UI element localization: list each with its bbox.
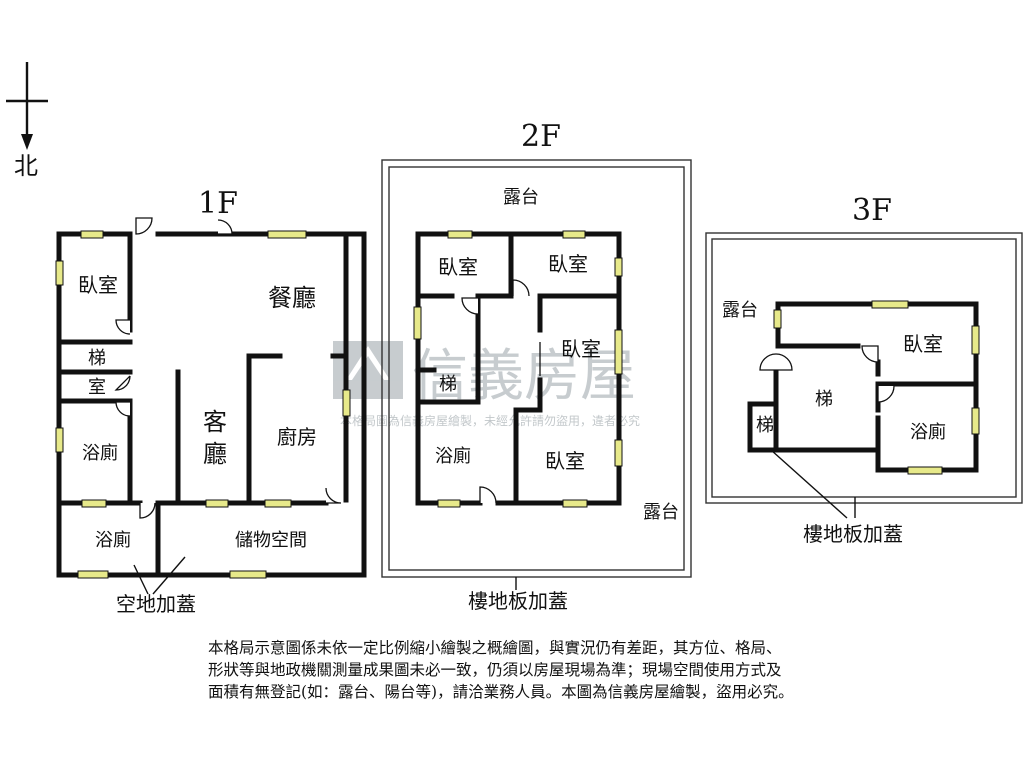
- door-swing-icon: [759, 353, 793, 371]
- room-label-bedroom-a: 臥室: [438, 255, 478, 279]
- annotation-f3: 樓地板加蓋: [803, 522, 903, 546]
- door-swing-icon: [115, 319, 131, 335]
- compass: 北: [6, 62, 48, 180]
- door-swing-icon: [217, 219, 233, 235]
- floor-3: 3F 露台 臥室 梯 梯 浴廁 樓地板加蓋: [705, 193, 1023, 546]
- room-label-storage: 儲物空間: [235, 530, 307, 551]
- window: [971, 325, 980, 355]
- door-swing-icon: [877, 385, 895, 403]
- door-swing-icon: [861, 345, 879, 363]
- room-label-balcony-bottom: 露台: [643, 502, 679, 523]
- room-label-bedroom: 臥室: [903, 332, 943, 356]
- window: [80, 230, 104, 239]
- window: [562, 230, 586, 239]
- door-swing-icon: [512, 279, 530, 297]
- room-label-stairs: 梯: [439, 374, 457, 395]
- floor-2: 2F 露台 臥室 臥室 臥室: [381, 119, 692, 613]
- window: [614, 329, 623, 375]
- watermark: 信義房屋 本格局圖為信義房屋繪製，未經允許請勿盜用，違者必究: [333, 341, 640, 428]
- floor-3-title: 3F: [852, 193, 892, 228]
- door-swing-icon: [461, 297, 479, 315]
- room-label-stairs-main: 梯: [815, 389, 833, 410]
- door-swing-icon: [114, 375, 131, 391]
- room-label-balcony: 露台: [722, 300, 758, 321]
- annotation-f1: 空地加蓋: [116, 592, 196, 616]
- window: [437, 499, 461, 508]
- floor-1-title: 1F: [198, 186, 238, 221]
- room-label-living-1: 客: [203, 408, 227, 436]
- room-label-bath: 浴廁: [910, 421, 946, 443]
- north-arrow-icon: [21, 134, 33, 150]
- door-swing-icon: [135, 217, 153, 235]
- door-swing-icon: [325, 487, 342, 504]
- window: [971, 407, 980, 435]
- room-label-bedroom-d: 臥室: [545, 449, 585, 473]
- floor-1: 1F: [55, 186, 367, 616]
- window: [77, 570, 109, 579]
- floor-2-title: 2F: [521, 119, 561, 154]
- window: [267, 230, 307, 239]
- room-label-kitchen: 廚房: [277, 425, 317, 449]
- window: [907, 466, 943, 475]
- door-swing-icon: [479, 486, 497, 504]
- window: [55, 260, 64, 286]
- room-label-bath-upper: 浴廁: [82, 442, 118, 464]
- room-label-room: 室: [88, 377, 106, 398]
- disclaimer-line-2: 形狀等與地政機關測量成果圖未必一致，仍須以房屋現場為準；現場空間使用方式及: [208, 661, 782, 679]
- room-label-bath-lower: 浴廁: [95, 529, 131, 551]
- window: [614, 257, 623, 277]
- window: [264, 499, 292, 508]
- window: [614, 439, 623, 467]
- room-label-balcony-top: 露台: [503, 187, 539, 208]
- window: [205, 499, 229, 508]
- window: [342, 389, 351, 417]
- room-label-living-2: 廳: [203, 440, 227, 468]
- window: [447, 230, 473, 239]
- door-swing-icon: [139, 502, 156, 519]
- watermark-notice: 本格局圖為信義房屋繪製，未經允許請勿盜用，違者必究: [340, 413, 640, 428]
- room-label-bedroom: 臥室: [78, 273, 118, 297]
- window: [413, 306, 422, 340]
- window: [871, 300, 909, 309]
- window: [562, 499, 588, 508]
- window: [81, 499, 107, 508]
- room-label-stairs: 梯: [88, 348, 106, 369]
- window: [55, 427, 64, 453]
- room-label-dining: 餐廳: [268, 284, 316, 312]
- room-label-stairs-small: 梯: [756, 415, 774, 436]
- room-label-bath: 浴廁: [435, 445, 471, 467]
- disclaimer-note: 本格局示意圖係未依一定比例縮小繪製之概繪圖，與實況仍有差距，其方位、格局、 形狀…: [208, 637, 908, 703]
- north-label: 北: [14, 152, 38, 180]
- disclaimer-line-1: 本格局示意圖係未依一定比例縮小繪製之概繪圖，與實況仍有差距，其方位、格局、: [208, 639, 782, 657]
- window: [773, 309, 782, 329]
- room-label-bedroom-b: 臥室: [548, 252, 588, 276]
- annotation-f2: 樓地板加蓋: [468, 589, 568, 613]
- watermark-brand: 信義房屋: [412, 344, 636, 409]
- window: [229, 570, 267, 579]
- door-swing-icon: [115, 401, 131, 417]
- disclaimer-line-3: 面積有無登記(如：露台、陽台等)，請洽業務人員。本圖為信義房屋繪製，盜用必究。: [208, 683, 794, 701]
- room-label-bedroom-c: 臥室: [561, 337, 601, 361]
